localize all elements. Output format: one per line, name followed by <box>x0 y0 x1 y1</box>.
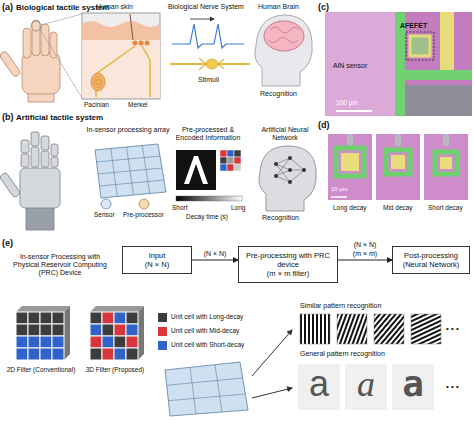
legend-swatch <box>158 313 167 322</box>
label-text: Mid decay <box>383 204 413 211</box>
label-text: Pacinian <box>84 101 109 108</box>
label-text: Long <box>231 204 245 211</box>
label-text: 2D Filter (Conventional) <box>5 366 77 373</box>
label-text: Biological tactile system <box>16 3 109 12</box>
label-text: Merkel <box>128 101 148 108</box>
label-text: (c) <box>318 2 329 12</box>
label-text: Human Brain <box>258 3 299 11</box>
legend-item: Unit cell with Long-decay <box>158 312 243 322</box>
label-text: Biological Nerve System <box>168 3 244 11</box>
label-text: Stimuli <box>198 76 219 84</box>
micrograph <box>325 12 472 116</box>
label-text: AlN sensor <box>333 62 367 70</box>
label-text: a <box>392 366 434 402</box>
label-text: 100 μm <box>336 99 358 106</box>
box-text: (Neural Network) <box>397 260 465 269</box>
process-box: Pre-processing with PRC device(m × m fil… <box>238 246 338 283</box>
label-text: In-sensor Processing with Physical Reser… <box>6 253 114 277</box>
label-text: Long decay <box>333 204 367 211</box>
label-text: Similar pattern recognition <box>300 302 381 310</box>
label-text: a <box>345 366 387 402</box>
filter-2d <box>16 306 70 360</box>
legend-item: Unit cell with Mid-decay <box>158 326 239 336</box>
hand-drawing <box>0 20 60 102</box>
label-text: Artificial Neural Network <box>250 126 320 142</box>
legend-text: Unit cell with Mid-decay <box>171 327 239 334</box>
label-text: Pre-processor <box>123 211 164 218</box>
device-images <box>328 134 468 200</box>
box-text: Pre-processing with PRC device <box>243 251 333 269</box>
process-box: Input(N × N) <box>122 246 192 274</box>
label-text: AFEFET <box>400 22 427 30</box>
label-text: (d) <box>318 120 330 130</box>
flow-arrow <box>192 260 238 261</box>
label-text: (a) <box>2 2 13 12</box>
legend-swatch <box>158 341 167 350</box>
label-text: Short decay <box>428 204 463 211</box>
label-text: • • • <box>446 382 459 391</box>
label-text: Recognition <box>262 214 299 222</box>
label-text: • • • <box>446 324 459 333</box>
label-text: 10 μm <box>331 186 348 193</box>
process-box: Post-processing(Neural Network) <box>392 246 470 274</box>
flow-arrow <box>338 260 392 261</box>
arrow-label: (N × N) (m × m) <box>350 241 381 258</box>
box-text: Input <box>127 251 187 260</box>
label-text: (e) <box>2 238 13 248</box>
label-text: Pre-processed & Encoded Information <box>168 126 248 142</box>
label-text: Short <box>172 204 188 211</box>
label-text: In-sensor processing array <box>86 126 170 134</box>
label-text: Artificial tactile system <box>16 113 103 122</box>
legend-item: Unit cell with Short-decay <box>158 340 244 350</box>
box-text: (m × m filter) <box>243 269 333 278</box>
legend-swatch <box>158 327 167 336</box>
label-text: (b) <box>2 112 14 122</box>
label-text: a <box>298 366 340 402</box>
filter-3d <box>90 306 144 360</box>
label-text: Decay time (s) <box>186 213 228 220</box>
label-text: Sensor <box>94 211 115 218</box>
label-text: Human skin <box>96 3 133 11</box>
box-text: Post-processing <box>397 251 465 260</box>
legend-text: Unit cell with Short-decay <box>171 341 244 348</box>
label-text: 3D Filter (Proposed) <box>79 366 151 373</box>
robot-hand <box>0 132 60 230</box>
label-text: Recognition <box>260 90 297 98</box>
skin-section <box>82 13 160 99</box>
label-text: General pattern recognition <box>300 350 385 358</box>
box-text: (N × N) <box>127 260 187 269</box>
legend-text: Unit cell with Long-decay <box>171 313 243 320</box>
arrow-label: (N × N) <box>203 250 228 258</box>
